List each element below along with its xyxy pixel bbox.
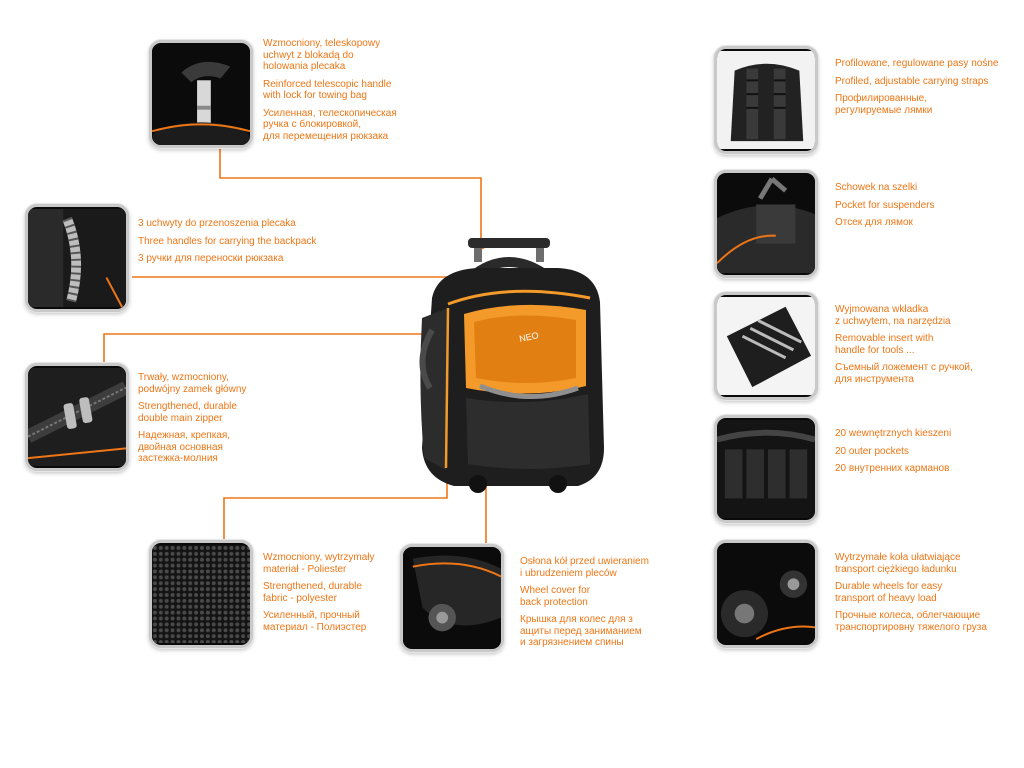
pockets-photo [714,415,818,523]
feature-wheels-pl: Wytrzymałe koła ułatwiające transport ci… [835,552,961,575]
feature-handle-pl: Wzmocniony, teleskopowy uchwyt z blokadą… [263,38,381,72]
feature-zipper-ru: Надежная, крепкая, двойная основная заст… [138,430,231,464]
feature-carry-handles-ru: 3 ручки для переноски рюкзака [138,253,284,264]
feature-material: Wzmocniony, wytrzymały materiał - Polies… [263,552,443,639]
carry-handles-photo [25,204,129,312]
feature-suspenders-pocket-en: Pocket for suspenders [835,199,935,211]
feature-carry-handles-pl: 3 uchwyty do przenoszenia plecaka [138,218,296,229]
feature-carry-handles-en: Three handles for carrying the backpack [138,235,317,247]
feature-tool-insert-en: Removable insert with handle for tools .… [835,333,934,356]
feature-pockets-en: 20 outer pockets [835,445,909,457]
feature-zipper-en: Strengthened, durable double main zipper [138,401,237,424]
suspenders-pocket-photo [714,170,818,278]
feature-zipper-pl: Trwały, wzmocniony, podwójny zamek główn… [138,372,247,395]
feature-straps-pl: Profilowane, regulowane pasy nośne [835,58,999,69]
feature-pockets-pl: 20 wewnętrznych kieszeni [835,428,952,439]
wheel-cover-photo [400,544,504,652]
feature-straps: Profilowane, regulowane pasy nośne Profi… [835,58,1015,122]
wheel-icon [717,545,815,643]
brand-logo: NEO [518,330,539,344]
feature-handle-en: Reinforced telescopic handle with lock f… [263,78,392,102]
feature-wheels-ru: Прочные колеса, облегчающие транспортиро… [835,610,987,633]
telescopic-handle-icon [152,45,250,145]
feature-straps-ru: Профилированные, регулируемые лямки [835,93,933,116]
inner-pockets-icon [717,420,815,518]
feature-material-ru: Усиленный, прочный материал - Полиэстер [263,610,367,633]
feature-material-pl: Wzmocniony, wytrzymały materiał - Polies… [263,552,375,575]
feature-wheels-en: Durable wheels for easy transport of hea… [835,581,943,604]
handle-photo [149,40,253,148]
feature-zipper: Trwały, wzmocniony, podwójny zamek główn… [138,372,318,471]
feature-wheel-cover-ru: Крышка для колес для з ащиты перед заним… [520,614,642,648]
feature-suspenders-pocket-ru: Отсек для лямок [835,217,913,228]
feature-tool-insert: Wyjmowana wkładka z uchwytem, na narzędz… [835,304,1015,391]
zipper-photo [25,363,129,471]
pocket-icon [717,175,815,273]
feature-suspenders-pocket: Schowek na szelki Pocket for suspenders … [835,182,1015,235]
feature-tool-insert-ru: Съемный ложемент с ручкой, для инструмен… [835,362,973,385]
wheels-photo [714,540,818,648]
feature-wheel-cover-en: Wheel cover for back protection [520,585,591,608]
feature-wheel-cover-pl: Osłona kół przed uwieraniem i ubrudzenie… [520,556,649,579]
feature-pockets: 20 wewnętrznych kieszeni 20 outer pocket… [835,428,1015,481]
straps-photo [714,46,818,154]
feature-wheels: Wytrzymałe koła ułatwiające transport ci… [835,552,1015,639]
feature-wheel-cover: Osłona kół przed uwieraniem i ubrudzenie… [520,556,700,655]
wheel-cover-icon [403,549,501,647]
feature-material-en: Strengthened, durable fabric - polyester [263,581,362,604]
feature-handle: Wzmocniony, teleskopowy uchwyt z blokadą… [263,38,443,148]
tool-insert-icon [717,297,815,395]
straps-icon [717,51,815,149]
feature-suspenders-pocket-pl: Schowek na szelki [835,182,918,193]
fabric-texture-icon [152,545,250,643]
feature-tool-insert-pl: Wyjmowana wkładka z uchwytem, na narzędz… [835,304,951,327]
feature-pockets-ru: 20 внутренних карманов [835,463,950,474]
feature-carry-handles: 3 uchwyty do przenoszenia plecaka Three … [138,218,338,271]
feature-straps-en: Profiled, adjustable carrying straps [835,75,989,87]
zipper-icon [28,368,126,466]
carry-handle-icon [28,209,126,308]
material-photo [149,540,253,648]
feature-handle-ru: Усиленная, телескопическая ручка с блоки… [263,107,397,142]
backpack-image: NEO [408,238,616,498]
tool-insert-photo [714,292,818,400]
